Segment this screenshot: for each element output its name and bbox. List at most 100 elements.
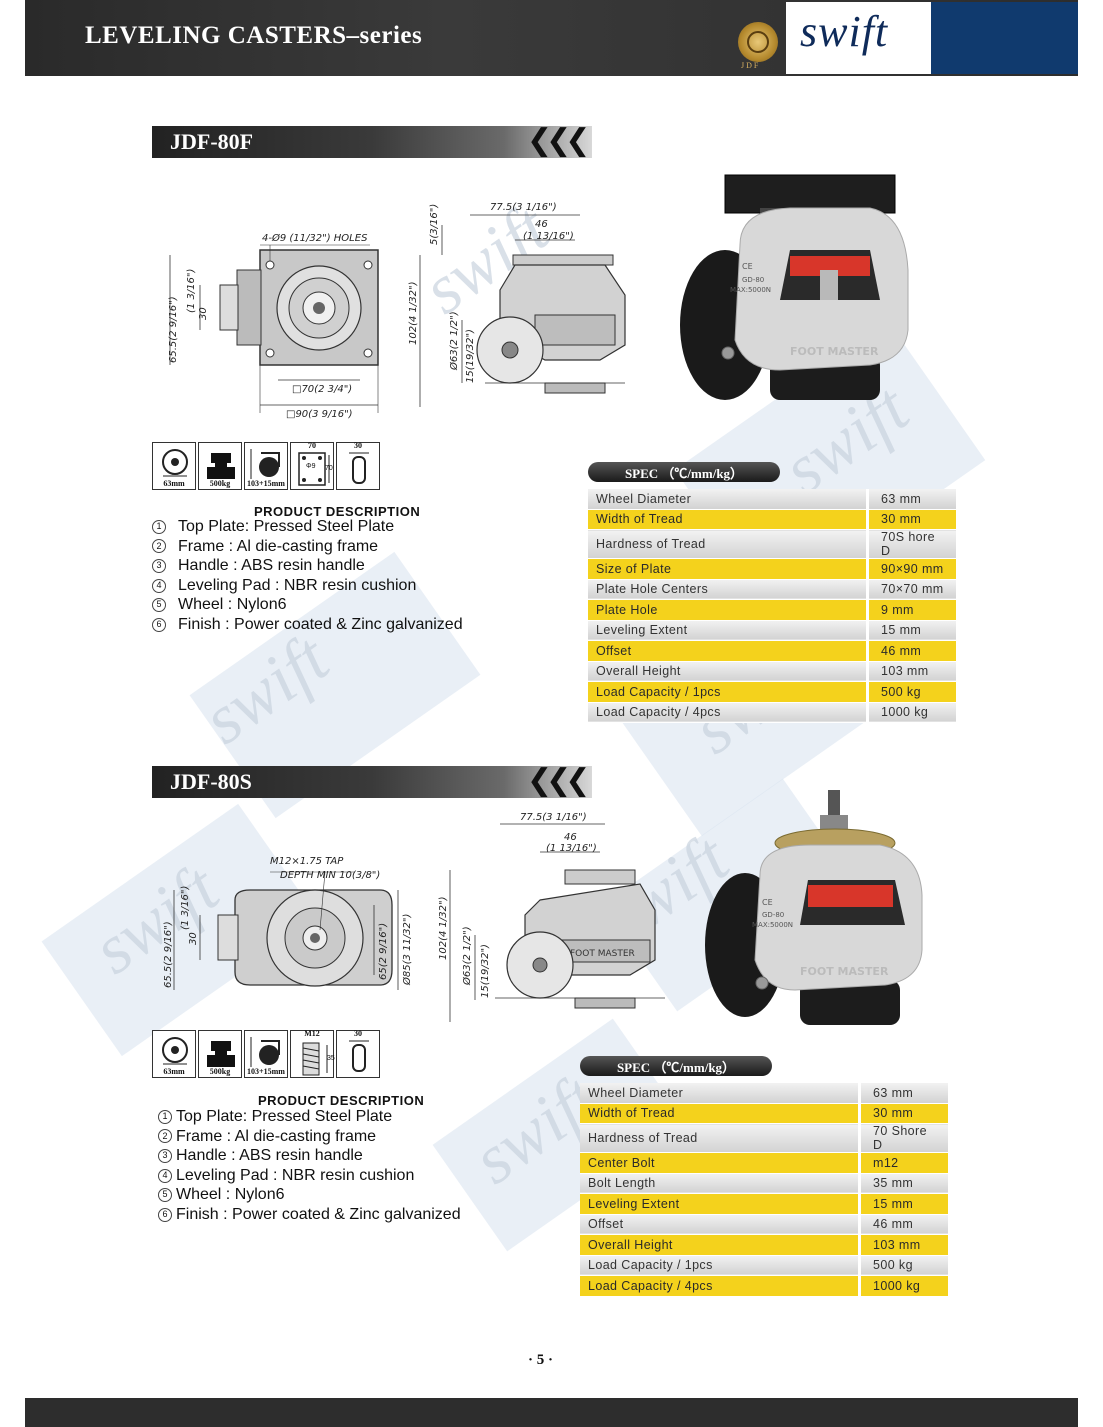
dimension-label: □70(2 3/4") bbox=[292, 384, 352, 395]
item-number: 1 bbox=[158, 1109, 172, 1124]
item-number: 1 bbox=[152, 519, 166, 534]
icon-caption: 103+15mm bbox=[247, 479, 285, 488]
item-text: Leveling Pad : NBR resin cushion bbox=[178, 576, 417, 594]
item-text: Wheel : Nylon6 bbox=[176, 1186, 285, 1204]
dimension-label: 30 bbox=[188, 932, 199, 945]
section-title: JDF-80S bbox=[170, 769, 252, 794]
item-number: 6 bbox=[158, 1207, 172, 1222]
item-number: 3 bbox=[152, 558, 166, 573]
technical-drawing-top-view: M12×1.75 TAP DEPTH MIN 10(3/8") 65.5(2 9… bbox=[163, 856, 413, 990]
spec-label: Hardness of Tread bbox=[588, 529, 868, 559]
icon-top-label: 30 bbox=[354, 1029, 362, 1038]
dimension-label: 65.5(2 9/16") bbox=[163, 921, 174, 988]
section-title: JDF-80F bbox=[170, 129, 254, 154]
item-number: 2 bbox=[152, 539, 166, 554]
page-number: · 5 · bbox=[528, 1352, 554, 1368]
icon-caption: 500kg bbox=[209, 479, 231, 488]
tread-width-icon: 30 bbox=[336, 441, 380, 490]
plate-size-icon: 70 Φ9 70 bbox=[290, 441, 334, 490]
spec-value: 35 mm bbox=[858, 1173, 948, 1194]
spec-label: Bolt Length bbox=[580, 1173, 860, 1194]
item-number: 4 bbox=[158, 1168, 172, 1183]
bolt-size-icon: M12 35 bbox=[290, 1029, 335, 1078]
page-footer bbox=[25, 1398, 1078, 1427]
item-text: Wheel : Nylon6 bbox=[178, 596, 287, 614]
dimension-label: 77.5(3 1/16") bbox=[490, 202, 557, 213]
list-item: 5 Wheel : Nylon6 bbox=[158, 1185, 461, 1205]
plate-hole-label: Φ9 bbox=[306, 463, 316, 470]
dimension-label: M12×1.75 TAP bbox=[270, 856, 344, 867]
spec-value: 103 mm bbox=[866, 661, 956, 682]
technical-drawing-top-view: 4-Ø9 (11/32") HOLES 65.5(2 9/16") 30 (1 … bbox=[168, 232, 379, 420]
spec-value: 70 Shore D bbox=[858, 1123, 948, 1153]
leveling-height-icon: 103+15mm bbox=[244, 1030, 288, 1078]
dimension-label: (1 3/16") bbox=[180, 886, 191, 930]
spec-value: 46 mm bbox=[858, 1214, 948, 1235]
item-text: Finish : Power coated & Zinc galvanized bbox=[178, 615, 463, 633]
item-number: 5 bbox=[158, 1188, 172, 1203]
seal-label: JDF bbox=[741, 61, 761, 70]
spec-value: m12 bbox=[858, 1152, 948, 1173]
spec-label: Plate Hole bbox=[588, 599, 868, 620]
item-number: 3 bbox=[158, 1148, 172, 1163]
spec-label: Hardness of Tread bbox=[580, 1123, 860, 1153]
section-title-bar bbox=[152, 766, 592, 798]
dimension-label: 4-Ø9 (11/32") HOLES bbox=[262, 232, 368, 244]
photo-label: MAX:5000N bbox=[730, 286, 771, 294]
wheel-size-icon: 63mm bbox=[152, 1030, 196, 1078]
spec-label: Center Bolt bbox=[580, 1152, 860, 1173]
section-title-bar bbox=[152, 126, 592, 158]
photo-label: FOOT MASTER bbox=[790, 345, 879, 358]
spec-value: 46 mm bbox=[866, 640, 956, 661]
feature-icons: 63mm 500kg 103+15mm 70 Φ9 70 30 bbox=[152, 441, 382, 490]
spec-value: 9 mm bbox=[866, 599, 956, 620]
dimension-label: Ø63(2 1/2") bbox=[461, 926, 473, 986]
spec-value: 500 kg bbox=[866, 681, 956, 702]
spec-value: 30 mm bbox=[858, 1103, 948, 1124]
dimension-label: Ø85(3 11/32") bbox=[401, 914, 413, 986]
spec-value: 500 kg bbox=[858, 1255, 948, 1276]
spec-value: 63 mm bbox=[866, 489, 956, 509]
spec-label: Overall Height bbox=[580, 1234, 860, 1255]
dimension-label: (1 13/16") bbox=[546, 843, 597, 854]
photo-label: CE bbox=[742, 262, 753, 271]
jdf-seal-logo bbox=[738, 22, 778, 62]
spec-label: Width of Tread bbox=[588, 509, 868, 530]
product-photo-jdf-80f: CE GD-80 MAX:5000N FOOT MASTER bbox=[680, 174, 909, 400]
dimension-label: 46 bbox=[535, 219, 548, 230]
technical-drawing-side-view: FOOT MASTER 77.5(3 1/16") 46 (1 13/16") … bbox=[438, 812, 665, 1022]
spec-label: Wheel Diameter bbox=[580, 1083, 860, 1103]
spec-label: Offset bbox=[580, 1214, 860, 1235]
technical-drawing-side-view: 77.5(3 1/16") 46 (1 13/16") 5(3/16") 102… bbox=[408, 202, 626, 407]
dimension-label: 15(19/32") bbox=[465, 329, 476, 383]
leveling-height-icon: 103+15mm bbox=[244, 442, 288, 490]
photo-label: GD-80 bbox=[742, 276, 764, 284]
item-text: Handle : ABS resin handle bbox=[176, 1147, 363, 1165]
chevron-left-icon: ❮❮❮ bbox=[527, 123, 590, 158]
spec-label: Load Capacity / 4pcs bbox=[588, 702, 868, 723]
spec-value: 70S hore D bbox=[866, 529, 956, 559]
spec-value: 30 mm bbox=[866, 509, 956, 530]
icon-caption: 63mm bbox=[163, 1067, 185, 1076]
wheel-size-icon: 63mm bbox=[152, 442, 196, 490]
brand-logo: swift bbox=[800, 7, 889, 56]
brand-color-block bbox=[931, 2, 1078, 74]
spec-value: 1000 kg bbox=[866, 702, 956, 723]
